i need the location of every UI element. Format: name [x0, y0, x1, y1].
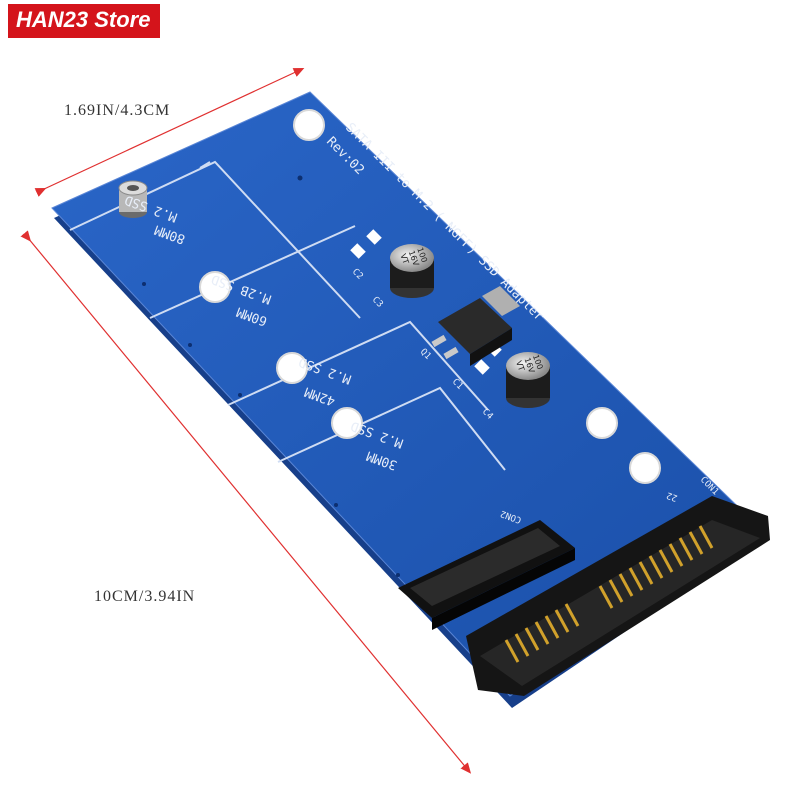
- capacitor-c3: 100 16V VT: [390, 244, 434, 298]
- cap-text-3: VT: [398, 252, 410, 265]
- capacitor-c4: 100 16V VT: [506, 352, 550, 408]
- length-dimension-line: [20, 230, 472, 774]
- label-22: 22: [665, 489, 679, 502]
- standoff-screw: [118, 180, 148, 218]
- width-dimension-line: [34, 67, 305, 197]
- regulator-q1: [431, 286, 520, 366]
- m2-connector: [398, 520, 575, 630]
- store-banner: HAN23 Store: [8, 4, 161, 38]
- cap-text-3b: VT: [514, 360, 526, 373]
- vias: [142, 175, 400, 577]
- sata-gold-pins: [504, 525, 714, 663]
- mounting-holes: [199, 109, 661, 484]
- sata-connector: [466, 496, 770, 696]
